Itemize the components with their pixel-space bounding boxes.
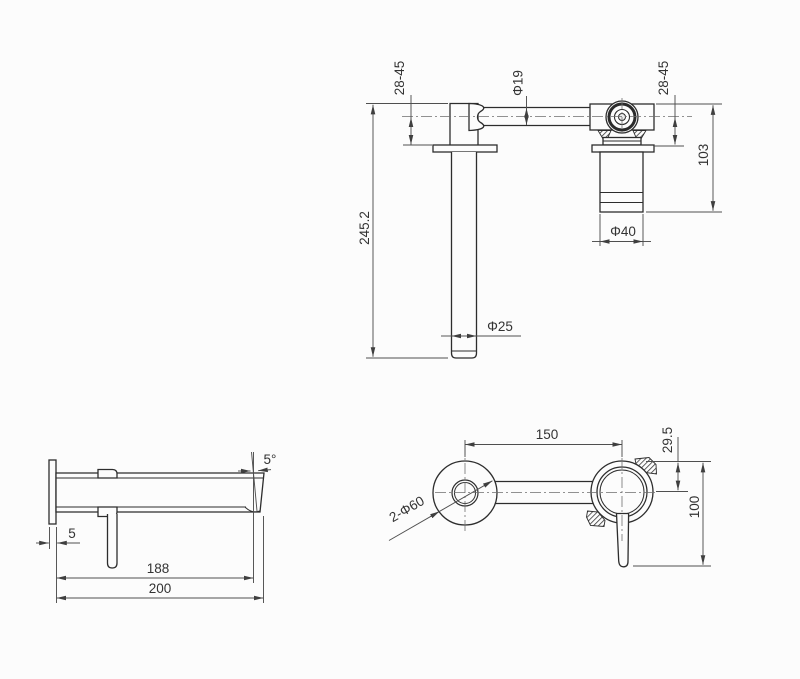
- side-view: 5 5° 188 200: [36, 451, 277, 603]
- valve-wall-flange: [591, 144, 655, 153]
- leader-arrow-inner: [429, 510, 440, 519]
- dim-drop-tube-diameter: Φ25: [441, 319, 521, 339]
- mount-clamp-top: [97, 468, 118, 479]
- mount-bracket-left: [597, 130, 612, 144]
- dim-arrow-right: [258, 467, 272, 473]
- dim-plate-thickness: 5: [36, 526, 80, 603]
- dim-overall-length-label: 200: [149, 581, 172, 596]
- dim-valve-body-height: 103: [646, 103, 722, 213]
- dim-tube-diameter: Φ19: [511, 70, 529, 125]
- spout-drop-tube: [450, 152, 478, 359]
- dim-handle-drop-label: 100: [687, 496, 702, 519]
- dim-tip-angle-label: 5°: [264, 452, 277, 467]
- dim-plate-thickness-label: 5: [68, 526, 76, 541]
- spout-outlet-curve: [244, 506, 260, 513]
- dim-left-wall-depth: 28-45: [392, 61, 432, 146]
- elbow-connector-nut: [468, 102, 485, 132]
- leader-line: [438, 480, 493, 513]
- dim-spout-reach-label: 188: [147, 561, 170, 576]
- dim-spout-drop-length-label: 245.2: [357, 211, 372, 245]
- dim-tube-diameter-label: Φ19: [511, 70, 526, 96]
- dim-tip-angle: 5°: [238, 451, 277, 583]
- dim-cartridge-diameter-label: Φ40: [610, 224, 636, 239]
- dim-top-offset-label: 29.5: [660, 427, 675, 453]
- dim-top-offset: 29.5: [646, 427, 711, 492]
- dim-center-spacing: 150: [464, 427, 623, 457]
- mount-bracket-right: [632, 130, 647, 144]
- dim-spout-drop-length: 245.2: [357, 103, 448, 359]
- dim-spout-reach: 188: [56, 561, 254, 581]
- dim-drop-tube-diameter-label: Φ25: [487, 319, 513, 334]
- dim-left-wall-depth-label: 28-45: [392, 61, 407, 96]
- spout-wall-flange: [432, 144, 498, 153]
- plan-view: 245.2 28-45 Φ19 28-45 103: [357, 61, 722, 359]
- spout-body-side: [55, 472, 265, 513]
- dim-right-wall-depth-label: 28-45: [656, 61, 671, 96]
- handle-lever-front: [615, 512, 630, 568]
- dim-handle-drop: 100: [633, 462, 711, 567]
- front-view: 150 29.5 100 2-Φ60: [387, 427, 711, 568]
- dim-overall-length: 200: [56, 516, 264, 603]
- dim-center-spacing-label: 150: [536, 427, 559, 442]
- handle-lever-side: [106, 514, 118, 569]
- ext-line-slanted: [251, 451, 258, 512]
- dim-valve-body-height-label: 103: [696, 144, 711, 167]
- wall-plate: [48, 459, 57, 525]
- dim-right-wall-depth: 28-45: [654, 61, 684, 147]
- dim-escutcheon-diameters-label: 2-Φ60: [387, 493, 427, 525]
- dim-cartridge-diameter: Φ40: [592, 214, 651, 246]
